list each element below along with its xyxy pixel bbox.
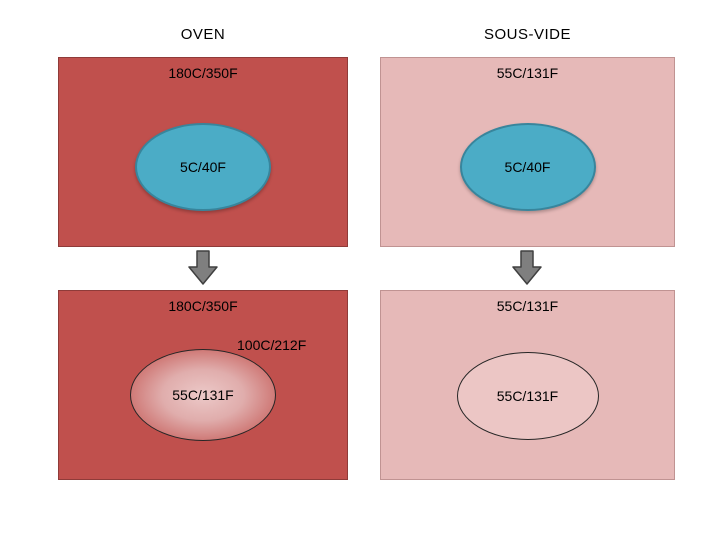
- sous-vide-cooked-panel: 55C/131F 55C/131F: [380, 290, 675, 480]
- oven-cooked-food-label: 55C/131F: [172, 387, 234, 403]
- sous-vide-initial-food-ellipse: 5C/40F: [459, 123, 596, 211]
- oven-surface-temp-label: 100C/212F: [237, 337, 307, 353]
- oven-cooked-panel: 180C/350F 100C/212F 55C/131F: [58, 290, 348, 480]
- sous-vide-cooked-temp-label: 55C/131F: [496, 298, 559, 314]
- oven-initial-food-ellipse: 5C/40F: [135, 123, 271, 211]
- column-title-sous-vide: SOUS-VIDE: [483, 26, 571, 43]
- oven-initial-temp-label: 180C/350F: [168, 65, 238, 81]
- sous-vide-initial-temp-label: 55C/131F: [496, 65, 559, 81]
- oven-cooked-food-ellipse: 55C/131F: [130, 349, 276, 441]
- sous-vide-down-arrow-icon: [512, 250, 542, 285]
- oven-initial-panel: 180C/350F 5C/40F: [58, 57, 348, 247]
- oven-cooked-temp-label: 180C/350F: [168, 298, 238, 314]
- sous-vide-initial-food-label: 5C/40F: [504, 159, 551, 175]
- sous-vide-initial-panel: 55C/131F 5C/40F: [380, 57, 675, 247]
- column-title-oven: OVEN: [180, 26, 226, 43]
- oven-initial-food-label: 5C/40F: [180, 159, 226, 175]
- sous-vide-cooked-food-ellipse: 55C/131F: [456, 352, 599, 440]
- sous-vide-cooked-food-label: 55C/131F: [496, 388, 559, 404]
- oven-down-arrow-icon: [188, 250, 218, 285]
